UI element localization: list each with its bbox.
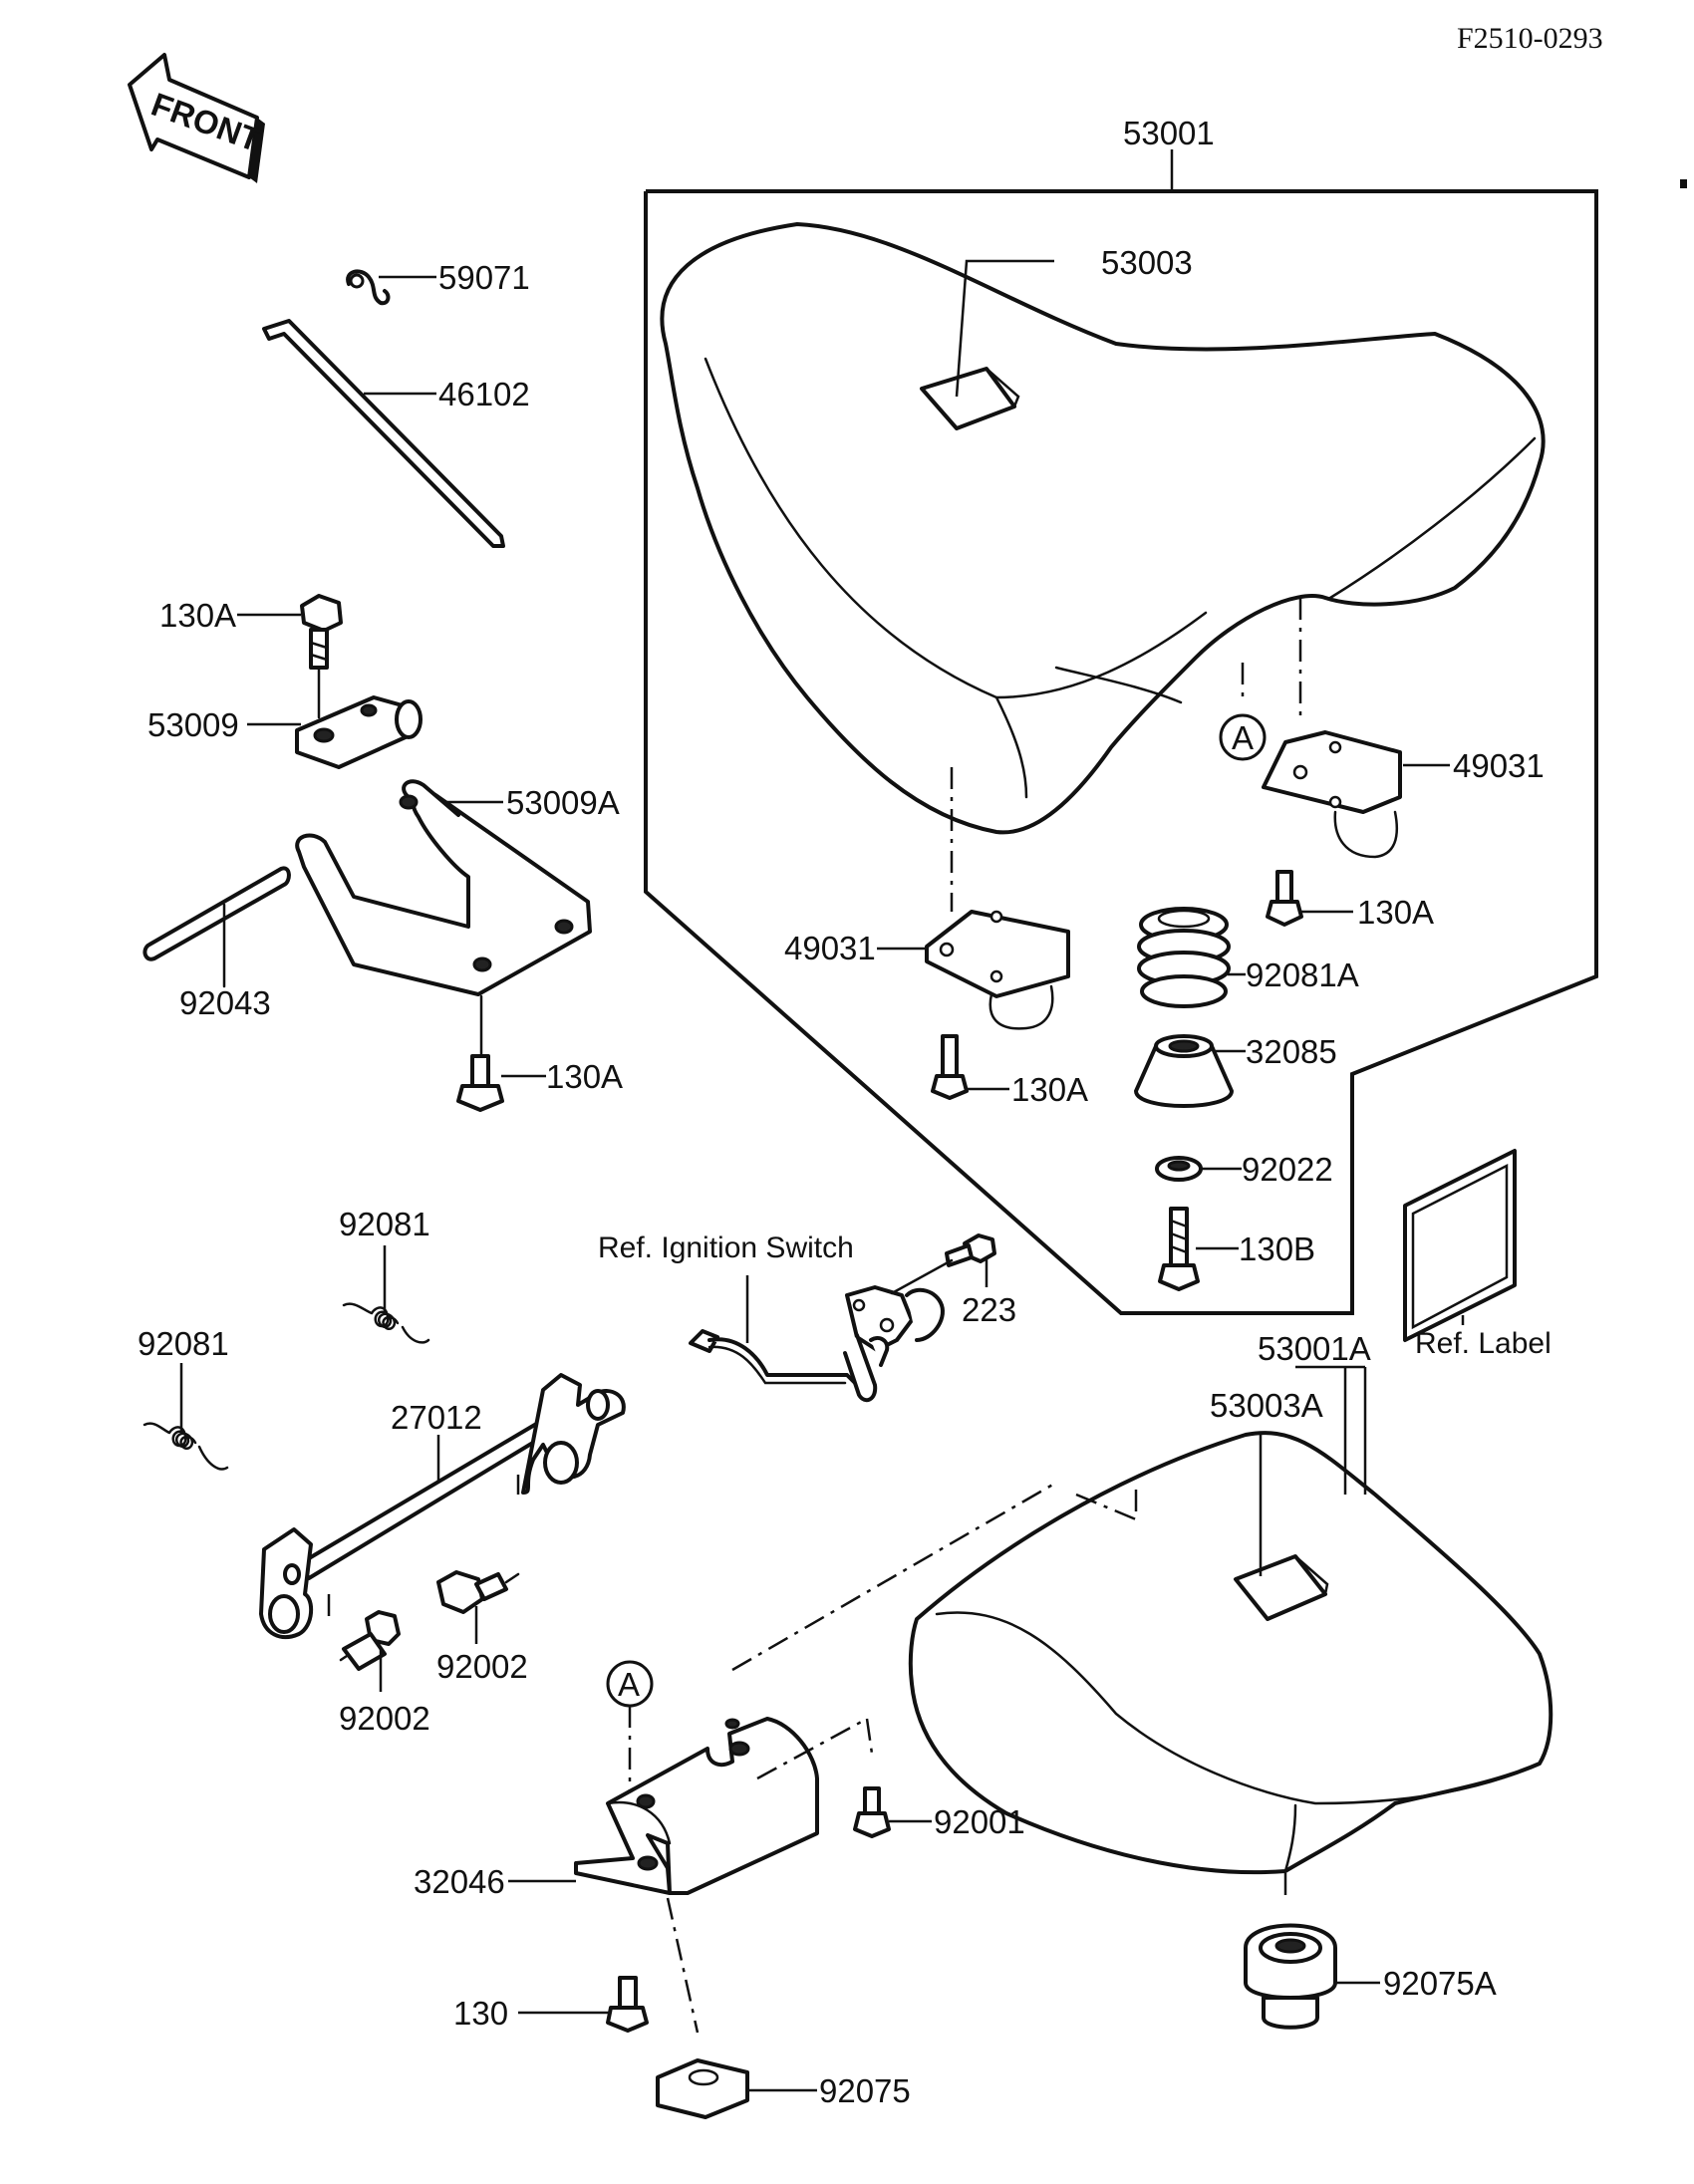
ref-ignition-switch-text: Ref. Ignition Switch — [598, 1231, 854, 1264]
bracket-32046 — [574, 1717, 819, 1895]
rubber-92075a — [1244, 1923, 1337, 2030]
svg-text:A: A — [618, 1666, 640, 1703]
label-130a-mid: 130A — [1011, 1071, 1088, 1108]
bolt-130b — [1158, 1207, 1200, 1291]
bolt-130 — [606, 1976, 649, 2033]
label-92002-b: 92002 — [436, 1648, 528, 1685]
spring-92081-b — [142, 1422, 229, 1471]
label-92002-a: 92002 — [339, 1700, 430, 1737]
pin-92043 — [142, 866, 291, 961]
clip-59071 — [346, 269, 391, 306]
label-46102: 46102 — [438, 376, 530, 412]
svg-text:A: A — [1232, 719, 1254, 756]
label-59071: 59071 — [438, 259, 530, 296]
stud-92002-a — [339, 1610, 401, 1671]
label-53001a: 53001A — [1258, 1330, 1371, 1367]
lever-27012 — [259, 1373, 626, 1640]
ref-label-text: Ref. Label — [1415, 1327, 1552, 1360]
label-92081-b: 92081 — [138, 1325, 229, 1362]
front-arrow-icon: FRONT — [128, 53, 266, 183]
label-130: 130 — [453, 1995, 508, 2032]
rod-46102 — [262, 319, 505, 548]
label-sticker — [1403, 1149, 1517, 1342]
label-32046: 32046 — [414, 1863, 505, 1900]
label-92075a: 92075A — [1383, 1965, 1497, 2002]
document-id: F2510-0293 — [1457, 22, 1603, 55]
label-53009: 53009 — [147, 706, 239, 743]
label-223: 223 — [962, 1291, 1016, 1328]
main-seat — [660, 222, 1546, 835]
rear-seat — [908, 1431, 1553, 1875]
ignition-switch-cable — [689, 1285, 945, 1403]
label-92043: 92043 — [179, 984, 271, 1021]
bolt-130a-right — [1266, 870, 1303, 927]
label-53001: 53001 — [1123, 115, 1215, 151]
section-marker-a-upper: A — [1219, 713, 1267, 761]
washer-92022 — [1155, 1156, 1203, 1182]
label-130a-lower: 130A — [546, 1058, 623, 1095]
rubber-32085 — [1134, 1034, 1234, 1108]
bracket-49031-left — [925, 910, 1070, 1030]
bolt-130a-mid — [931, 1034, 969, 1100]
label-92022: 92022 — [1242, 1151, 1333, 1188]
spring-92081a — [1137, 907, 1231, 1008]
seat-assembly-box — [644, 189, 1598, 1315]
spring-92081-a — [342, 1302, 430, 1344]
label-27012: 27012 — [391, 1399, 482, 1436]
label-92001: 92001 — [934, 1803, 1025, 1840]
stud-92002-b — [436, 1570, 520, 1614]
nut-92075 — [656, 2058, 749, 2119]
label-32085: 32085 — [1246, 1033, 1337, 1070]
hinge-53009 — [295, 695, 423, 769]
label-130b: 130B — [1239, 1230, 1315, 1267]
plate-53009a — [295, 779, 592, 996]
label-49031-right: 49031 — [1453, 747, 1545, 784]
label-92075: 92075 — [819, 2072, 911, 2109]
bolt-130a-top — [300, 594, 343, 670]
label-92081a: 92081A — [1246, 956, 1359, 993]
label-92081-a: 92081 — [339, 1206, 430, 1242]
label-53009a: 53009A — [506, 784, 620, 821]
margin-mark — [1680, 179, 1687, 188]
label-130a-top: 130A — [159, 597, 236, 634]
bracket-49031-right — [1262, 730, 1402, 859]
label-53003: 53003 — [1101, 244, 1193, 281]
bolt-130a-lower — [456, 1054, 504, 1112]
section-marker-a-lower: A — [606, 1660, 654, 1708]
label-53003a: 53003A — [1210, 1387, 1323, 1424]
bolt-92001 — [853, 1786, 891, 1838]
label-130a-right: 130A — [1357, 894, 1434, 931]
label-49031-left: 49031 — [784, 930, 876, 966]
